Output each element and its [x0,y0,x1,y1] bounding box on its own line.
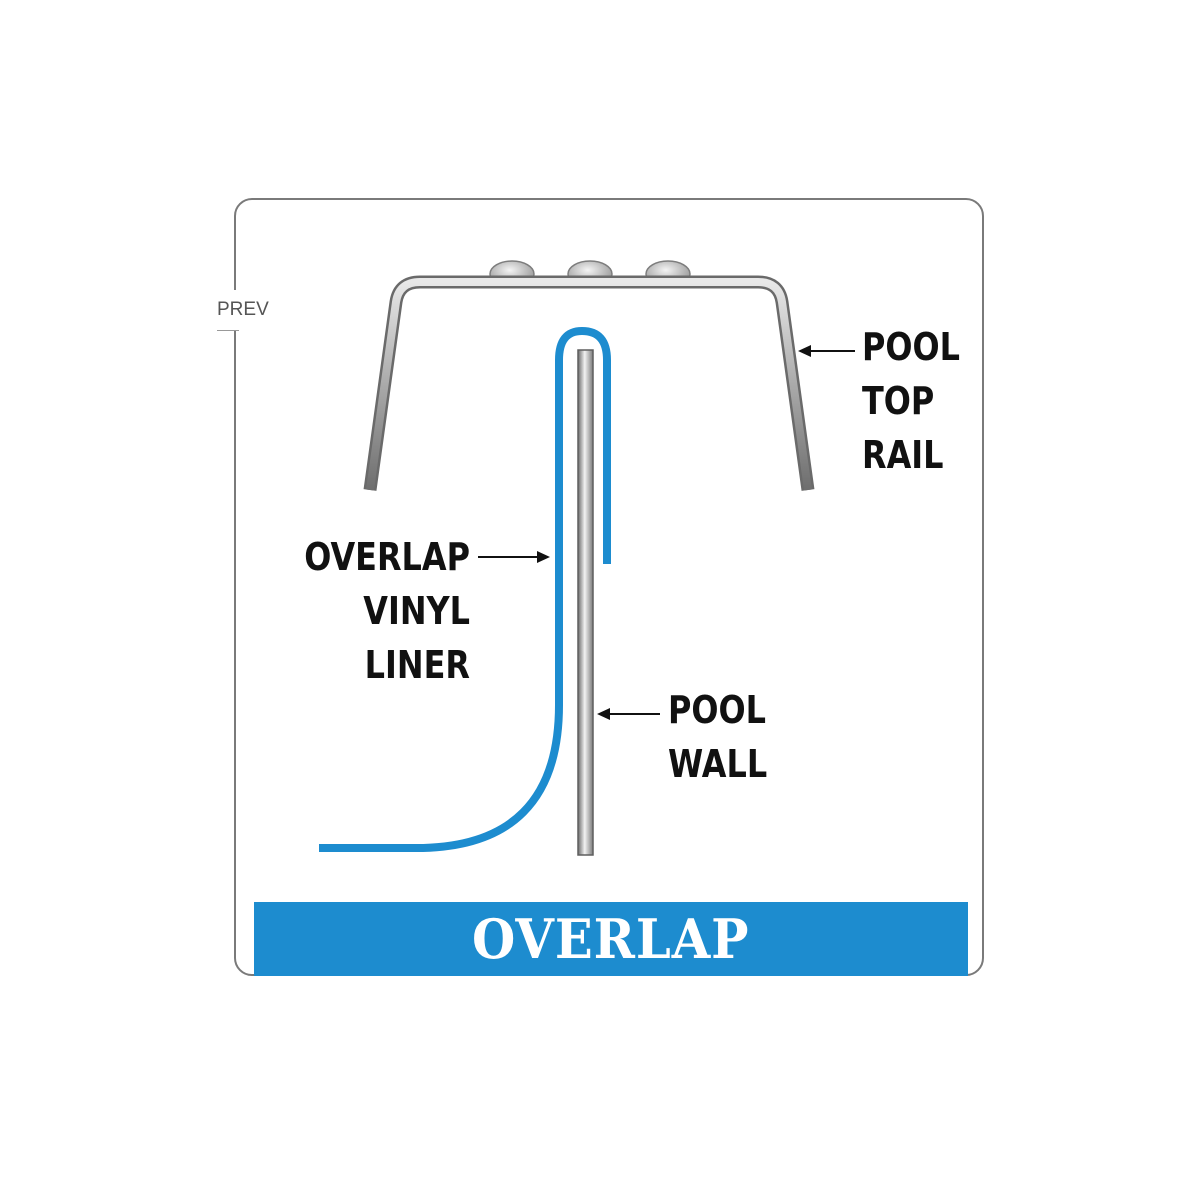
overlap-banner: OVERLAP [254,902,968,976]
vinyl-liner [319,327,611,852]
arrow-wall [597,708,660,720]
label-line: POOL [668,688,767,732]
label-pool-top-rail: POOL TOP RAIL [862,320,960,482]
label-line: VINYL [363,589,470,633]
label-line: WALL [668,742,768,786]
pool-top-rail [363,260,815,491]
prev-underline [217,330,239,331]
arrow-top-rail [798,345,855,357]
prev-button[interactable]: PREV [204,290,284,330]
arrow-liner [478,551,550,563]
banner-title: OVERLAP [472,907,750,971]
pool-wall [577,349,594,856]
label-pool-wall: POOL WALL [668,683,767,791]
label-line: RAIL [862,433,944,477]
label-line: OVERLAP [304,535,470,579]
label-overlap-vinyl-liner: OVERLAP VINYL LINER [252,530,470,692]
label-line: TOP [862,379,935,423]
label-line: POOL [862,325,961,369]
label-line: LINER [364,643,470,687]
